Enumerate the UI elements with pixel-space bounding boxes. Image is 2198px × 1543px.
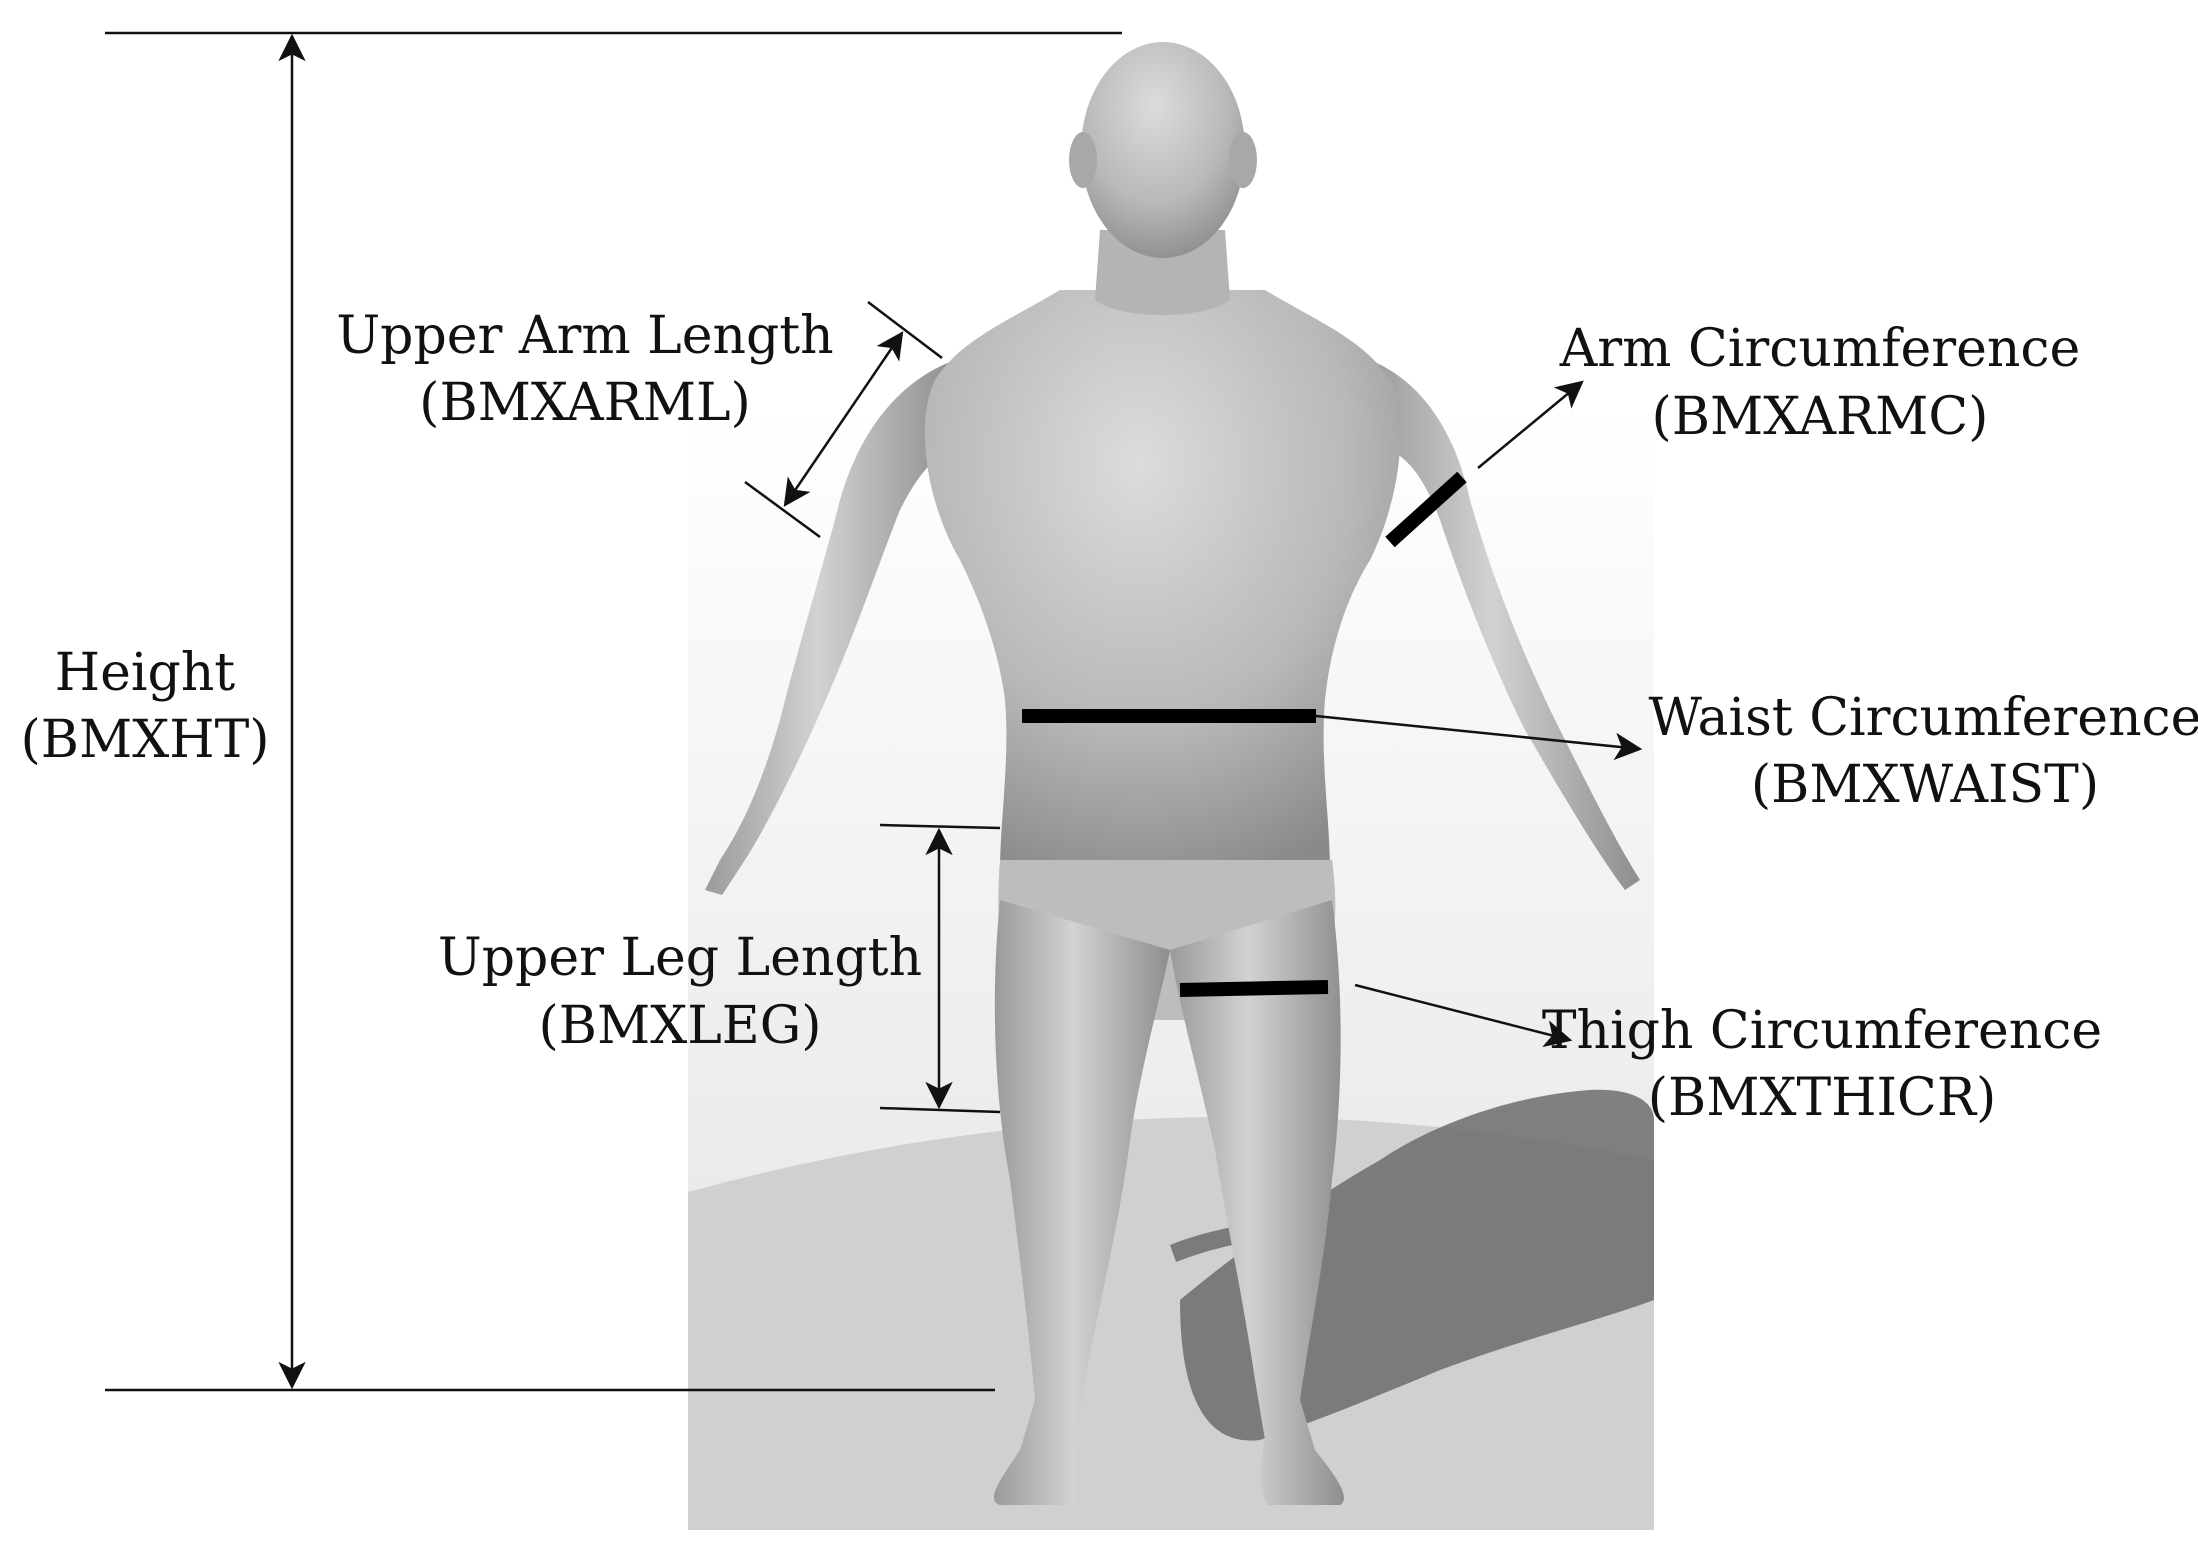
upper-arm-top-tick: [867, 301, 943, 359]
thigh-circumference-code: (BMXTHICR): [1648, 1068, 1997, 1128]
arm-circumference-arrow: [1477, 380, 1584, 469]
upper-arm-length-measurement: Upper Arm Length (BMXARML): [336, 301, 943, 539]
torso: [924, 290, 1401, 870]
right-ear: [1229, 132, 1257, 188]
upper-arm-length-code: (BMXARML): [419, 373, 751, 433]
height-measurement: Height (BMXHT): [20, 31, 1122, 1392]
thigh-circumference-measurement: Thigh Circumference (BMXTHICR): [1179, 980, 2102, 1128]
upper-leg-length-label: Upper Leg Length: [438, 928, 922, 988]
height-label: Height: [55, 643, 236, 703]
right-leg: [1170, 900, 1344, 1505]
left-leg: [993, 900, 1170, 1505]
upper-arm-bottom-tick: [744, 480, 821, 539]
upper-leg-length-code: (BMXLEG): [538, 996, 821, 1056]
height-code: (BMXHT): [20, 710, 269, 770]
head: [1081, 42, 1245, 258]
thigh-circumference-marker: [1179, 980, 1329, 997]
arm-circumference-marker: [1385, 471, 1467, 548]
thigh-circumference-label: Thigh Circumference: [1542, 1001, 2102, 1061]
waist-circumference-label: Waist Circumference: [1649, 688, 2198, 748]
upper-arm-length-label: Upper Arm Length: [336, 306, 833, 366]
left-ear: [1069, 132, 1097, 188]
arm-circumference-label: Arm Circumference: [1559, 319, 2080, 379]
arm-circumference-code: (BMXARMC): [1652, 387, 1989, 447]
neck: [1095, 230, 1230, 315]
upper-leg-top-tick: [879, 823, 1001, 830]
waist-circumference-code: (BMXWAIST): [1751, 755, 2099, 815]
upper-leg-length-measurement: Upper Leg Length (BMXLEG): [438, 823, 1001, 1114]
upper-leg-bottom-tick: [879, 1106, 1001, 1114]
arm-circumference-measurement: Arm Circumference (BMXARMC): [1385, 319, 2080, 548]
waist-circumference-arrow: [1315, 714, 1643, 761]
upper-arm-arrow: [783, 331, 904, 507]
thigh-circumference-arrow: [1354, 983, 1573, 1048]
waist-circumference-measurement: Waist Circumference (BMXWAIST): [1022, 688, 2198, 815]
